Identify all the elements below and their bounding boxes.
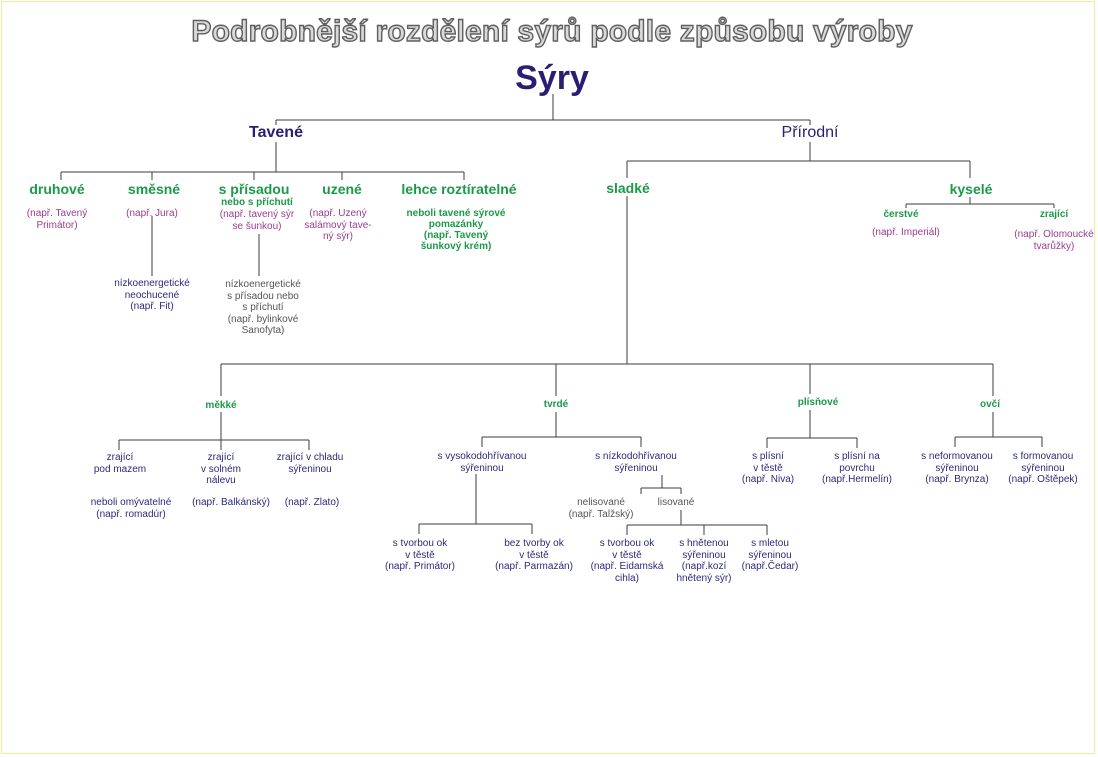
note-v-chladu: (např. Zlato) xyxy=(284,497,340,508)
note-cerstve: (např. Imperiál) xyxy=(872,227,940,238)
node-kysele: kyselé xyxy=(949,181,993,197)
node-plisnove: plísňové xyxy=(797,397,839,408)
node-lisovane: lisované xyxy=(657,497,695,508)
note-pod-mazem: neboli omývatelné(např. romadúr) xyxy=(90,497,172,520)
node-s-prisadou-sub: nebo s příchutí xyxy=(221,197,293,208)
node-cerstve: čerstvé xyxy=(883,209,919,220)
node-zrajici-kysele: zrající xyxy=(1039,209,1069,220)
page-title: Podrobnější rozdělení sýrů podle způsobu… xyxy=(191,15,913,48)
note-solny-nalev: (např. Balkánský) xyxy=(192,497,270,508)
node-uzene: uzené xyxy=(322,181,362,197)
node-mekke: měkké xyxy=(205,400,237,411)
node-prirodni: Přírodní xyxy=(781,124,839,141)
node-sladke: sladké xyxy=(606,180,650,196)
node-nelisovane: nelisované(např. Talžský) xyxy=(568,497,634,520)
node-lehce-roztiratelne: lehce roztíratelné xyxy=(401,181,517,197)
root-node: Sýry xyxy=(515,59,589,97)
note-smesne: (např. Jura) xyxy=(126,208,178,219)
node-tavene: Tavené xyxy=(249,124,303,141)
node-s-prisadou: s přísadou xyxy=(218,181,290,197)
node-tvrde: tvrdé xyxy=(543,399,569,410)
node-smesne: směsné xyxy=(127,181,181,197)
node-druhove: druhové xyxy=(29,181,85,197)
node-ovci: ovčí xyxy=(979,399,1001,410)
